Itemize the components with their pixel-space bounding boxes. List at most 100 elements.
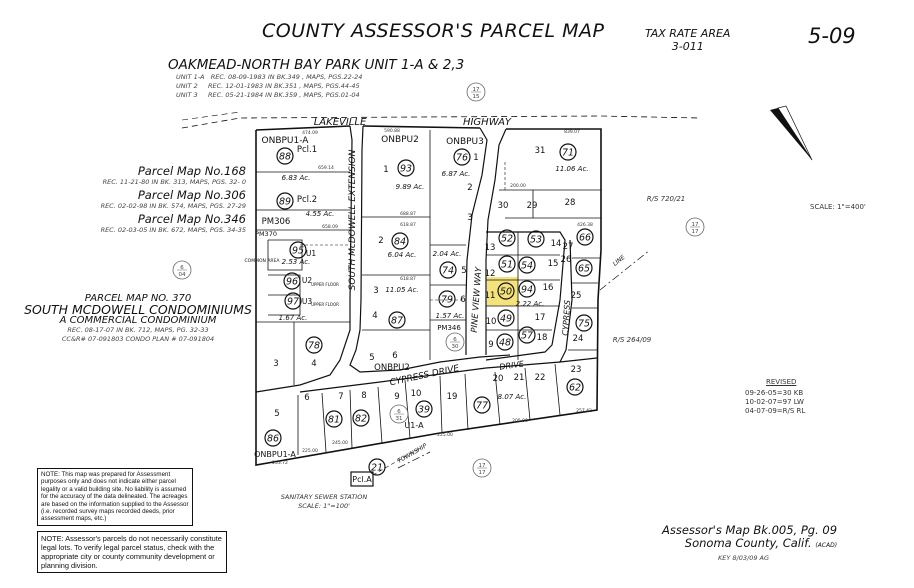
parcel-number-circle	[289, 241, 307, 259]
area-label: PM370	[255, 230, 277, 238]
parcel-number-circle	[518, 280, 536, 298]
dimension-label: 590.88	[384, 128, 400, 134]
parcel-number: 77	[476, 401, 488, 412]
cypress-east	[558, 239, 598, 363]
dimension-label: 225.00	[437, 432, 453, 438]
acreage: 6.87 Ac.	[442, 170, 471, 178]
area-label: PM306	[262, 217, 291, 227]
parcel-number: 78	[308, 341, 320, 352]
pm370-ccr: CC&R# 07-091803 CONDO PLAN # 07-091804	[61, 335, 215, 343]
parcel-number: 71	[562, 148, 574, 159]
area-label: U1	[306, 249, 316, 258]
parcel-number-circle	[264, 429, 282, 447]
parcel-map-name: Parcel Map No.306	[137, 188, 246, 202]
map-reference-circle	[685, 217, 705, 237]
lot-number: 1	[473, 153, 478, 163]
county: Sonoma County, Calif. (ACAD)	[662, 537, 837, 552]
sewer-station-label: SANITARY SEWER STATION	[281, 493, 368, 501]
acreage: 2.22 Ac.	[516, 300, 545, 308]
map-reference-circle	[472, 458, 492, 478]
parcel-number: 96	[286, 277, 298, 288]
parcel-number: 62	[569, 383, 581, 394]
parcel-map-306: Parcel Map No.306 REC. 02-02-98 IN BK. 5…	[101, 188, 246, 210]
lot-line	[554, 363, 561, 416]
parcel-number: 50	[500, 287, 512, 298]
map-reference-number: 17	[479, 463, 486, 469]
map-reference-number: 30	[452, 344, 459, 350]
parcel-number-circle	[284, 292, 302, 310]
parcel-number: 66	[579, 233, 591, 244]
area-label: ONBPU2	[374, 363, 410, 373]
parcel-number-circle	[276, 192, 294, 210]
unit-record: UNIT 1-A REC. 08-09-1983 IN BK.349 , MAP…	[176, 73, 363, 81]
lot-number: 21	[514, 373, 525, 383]
street-label: TOWNSHIP	[396, 442, 428, 465]
subdivision-units: UNIT 1-A REC. 08-09-1983 IN BK.349 , MAP…	[176, 73, 362, 100]
acreage: 6.83 Ac.	[282, 174, 311, 182]
unit-record: UNIT 3 REC. 05-21-1984 IN BK.359 , MAPS,…	[176, 91, 360, 99]
lot-number: 30	[498, 201, 509, 211]
township-line	[397, 451, 431, 469]
street-label: HIGHWAY	[463, 117, 512, 128]
lot-number: 13	[485, 243, 496, 253]
acreage: 2.04 Ac.	[433, 250, 462, 258]
parcel-number-circle	[368, 458, 386, 476]
parcel-number: 74	[442, 266, 454, 277]
area-label: U1-A	[404, 421, 424, 430]
lot-number: 2	[378, 236, 383, 246]
parcel-number-circle	[439, 261, 457, 279]
area-label: UPPER FLOOR	[311, 282, 339, 287]
lot-number: 19	[447, 392, 458, 402]
acreage: 11.06 Ac.	[555, 165, 588, 173]
lot-number: 3	[273, 359, 278, 369]
parcel-number: 39	[418, 405, 430, 416]
parcel-number: 87	[391, 316, 403, 327]
lot-number: 29	[527, 201, 538, 211]
sewer-line	[372, 447, 421, 476]
map-reference-number: 04	[179, 272, 186, 278]
dimension-label: 245.00	[332, 440, 348, 446]
book-page: Assessor's Map Bk.005, Pg. 09	[662, 523, 838, 537]
mcdowell-west-edge	[255, 125, 353, 393]
map-reference-number: 17	[692, 222, 699, 228]
lot-number: 31	[535, 146, 546, 156]
highway-centerline	[181, 115, 701, 129]
parcel-number: 86	[267, 434, 279, 445]
lot-line	[321, 392, 327, 453]
parcel-map-record: REC. 02-03-05 IN BK. 672, MAPS, PGS. 34-…	[100, 226, 246, 234]
area-label: Pcl.A	[352, 475, 372, 484]
acreage: 1.57 Ac.	[436, 312, 465, 320]
lot-number: 18	[537, 333, 548, 343]
lot-number: 25	[571, 291, 582, 301]
dimension-label: 688.87	[400, 211, 416, 217]
parcel-number-circle	[473, 396, 491, 414]
parcel-number-circle	[575, 314, 593, 332]
parcel-number-circle	[575, 259, 593, 277]
tax-rate-area-label: TAX RATE AREA	[645, 27, 731, 40]
parcel-number-circle	[325, 410, 343, 428]
area-label: ONBPU3	[446, 137, 484, 147]
dimension-label: 205.00	[512, 418, 528, 424]
parcel-number: 48	[499, 338, 511, 349]
subdivision-name: OAKMEAD-NORTH BAY PARK UNIT 1-A & 2,3	[168, 57, 465, 73]
map-page-number: 5-09	[808, 24, 856, 48]
lot-number: 1	[383, 165, 388, 175]
unit-record: UNIT 2 REC. 12-01-1983 IN BK.351 , MAPS,…	[176, 82, 360, 90]
parcel-number-circle	[518, 326, 536, 344]
north-arrow-icon	[770, 108, 812, 160]
parcel-number: 79	[441, 295, 453, 306]
lot-line	[377, 386, 383, 444]
acreage: 1.67 Ac.	[279, 314, 308, 322]
parcel-number-circle	[415, 400, 433, 418]
lot-number: 22	[535, 373, 546, 383]
dimension-label: 659.14	[318, 165, 334, 171]
lot-number: 16	[543, 283, 554, 293]
highway-north-line	[181, 111, 241, 121]
dimension-label: 225.00	[302, 448, 318, 454]
revision-history: REVISED 09-26-05=30 KB 10-02-07=97 LW 04…	[745, 378, 805, 416]
lot-number: 24	[573, 334, 584, 344]
area-label: ONBPU1-A	[262, 136, 310, 146]
pm370-title: PARCEL MAP NO. 370	[84, 293, 192, 304]
tax-rate-area-value: 3-011	[671, 40, 704, 53]
acreage: 2.53 Ac.	[282, 258, 311, 266]
